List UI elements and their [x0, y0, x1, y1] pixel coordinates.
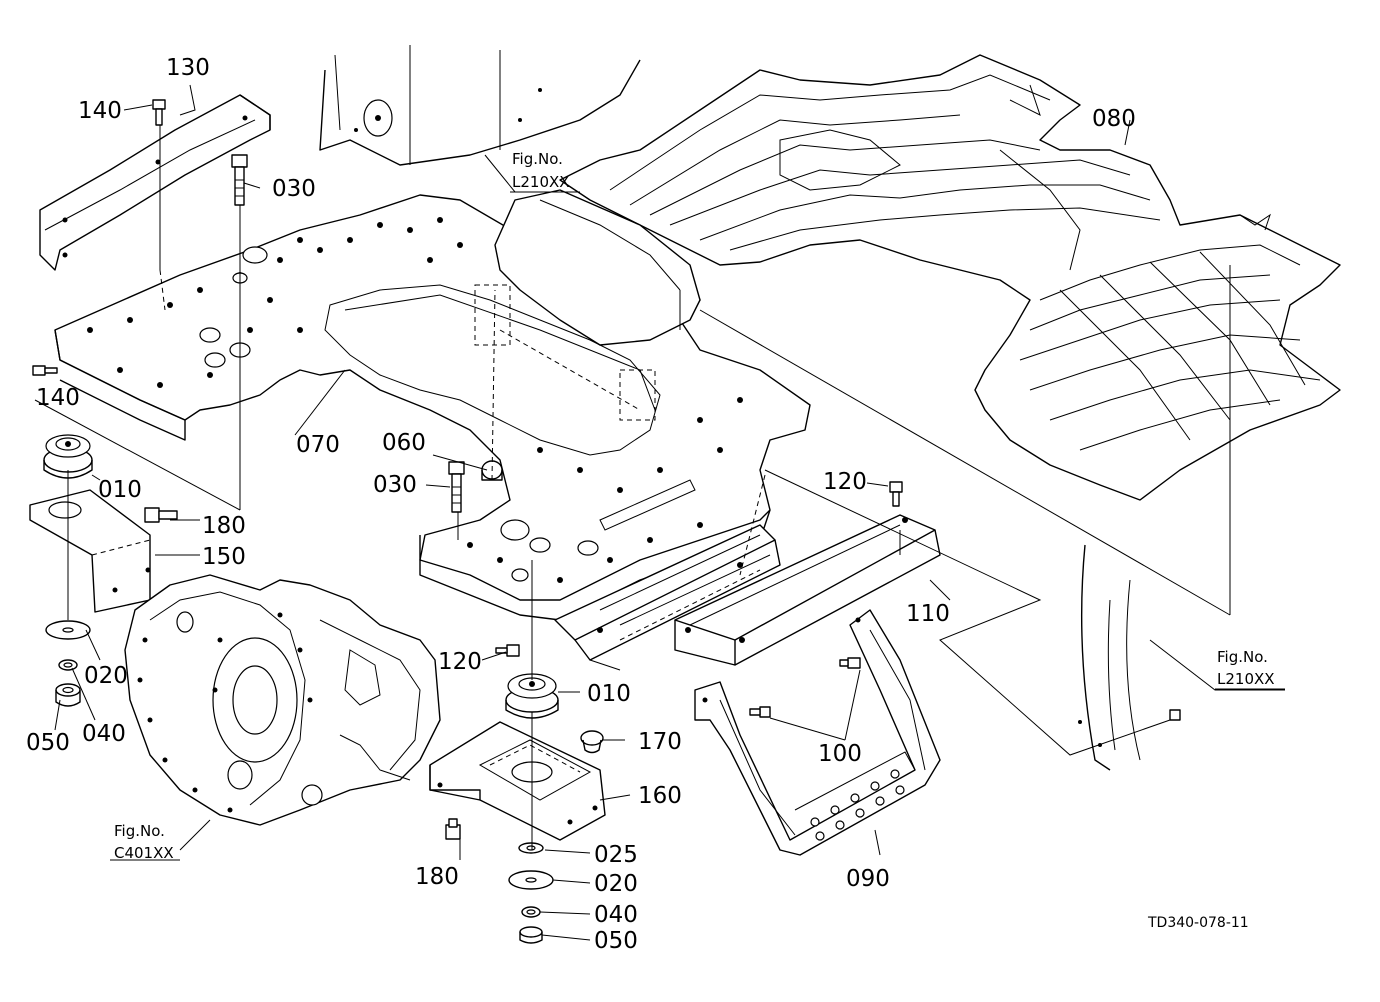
- callout-020-middle: 020: [594, 871, 638, 897]
- bracket-110: [674, 514, 941, 666]
- fig-ref-label: Fig.No.: [1217, 648, 1268, 666]
- bracket-160: [429, 721, 606, 841]
- callout-025: 025: [594, 842, 638, 868]
- callout-130: 130: [166, 55, 210, 81]
- callout-180-lower: 180: [415, 864, 459, 890]
- bracket-150: [29, 489, 151, 613]
- fig-ref-left[interactable]: Fig.No. C401XX: [114, 822, 174, 862]
- callout-080: 080: [1092, 106, 1136, 132]
- callout-060: 060: [382, 430, 426, 456]
- callout-170: 170: [638, 729, 682, 755]
- floor-plate-070: [54, 189, 811, 621]
- cap-170: [580, 730, 604, 754]
- callout-090: 090: [846, 866, 890, 892]
- callout-180-upper: 180: [202, 513, 246, 539]
- fender-panel: [1078, 544, 1181, 771]
- step-holes: [810, 769, 905, 841]
- callout-120-right: 120: [823, 469, 867, 495]
- bolt-100-b: [839, 657, 861, 669]
- callout-040-middle: 040: [594, 902, 638, 928]
- step-090: [694, 609, 941, 856]
- transmission-case: [124, 574, 441, 826]
- fig-ref-top[interactable]: Fig.No. L210XX: [510, 150, 580, 193]
- callout-numbers: 130 140 030 140 070 060 030 010 180 150 …: [26, 55, 1136, 954]
- fig-ref-code[interactable]: C401XX: [114, 844, 174, 862]
- callout-030-middle: 030: [373, 472, 417, 498]
- bolt-140-lower: [32, 365, 58, 376]
- bolt-030-upper: [231, 154, 248, 206]
- lock-washer-040-middle: [521, 906, 541, 918]
- bracket-130: [39, 94, 271, 271]
- rubber-mount-010-middle: [505, 673, 559, 719]
- callout-140-upper: 140: [78, 98, 122, 124]
- callout-040-left: 040: [82, 721, 126, 747]
- drawing-code: TD340-078-11: [1147, 915, 1249, 931]
- callout-150: 150: [202, 544, 246, 570]
- callout-010-middle: 010: [587, 681, 631, 707]
- callout-110: 110: [906, 601, 950, 627]
- callout-120-left: 120: [438, 649, 482, 675]
- washer-020-middle: [508, 870, 554, 890]
- bolt-180-lower: [445, 818, 461, 840]
- callout-010-left: 010: [98, 477, 142, 503]
- washer-020-left: [45, 620, 91, 640]
- fig-ref-label: Fig.No.: [114, 822, 165, 840]
- bolt-180-upper: [144, 507, 178, 523]
- bolt-030-middle: [448, 461, 465, 513]
- bolt-120-right: [889, 481, 903, 507]
- upper-housing: [319, 45, 641, 166]
- bolt-140-upper: [152, 99, 166, 126]
- callout-140-lower: 140: [36, 385, 80, 411]
- callout-160: 160: [638, 783, 682, 809]
- fig-ref-code[interactable]: L210XX: [512, 173, 570, 191]
- bolt-100-a: [749, 706, 771, 718]
- nut-050-left: [55, 683, 81, 707]
- callout-050-middle: 050: [594, 928, 638, 954]
- washer-025: [518, 842, 544, 854]
- nut-050-middle: [519, 926, 543, 944]
- callout-030-upper: 030: [272, 176, 316, 202]
- fig-ref-code[interactable]: L210XX: [1217, 670, 1275, 688]
- fig-ref-label: Fig.No.: [512, 150, 563, 168]
- callout-070: 070: [296, 432, 340, 458]
- callout-020-left: 020: [84, 663, 128, 689]
- lock-washer-040-left: [58, 659, 78, 671]
- fig-ref-right[interactable]: Fig.No. L210XX: [1215, 648, 1285, 690]
- callout-100: 100: [818, 741, 862, 767]
- frame-rail: [554, 524, 781, 661]
- case-bolt-holes: [137, 612, 313, 813]
- callout-050-left: 050: [26, 730, 70, 756]
